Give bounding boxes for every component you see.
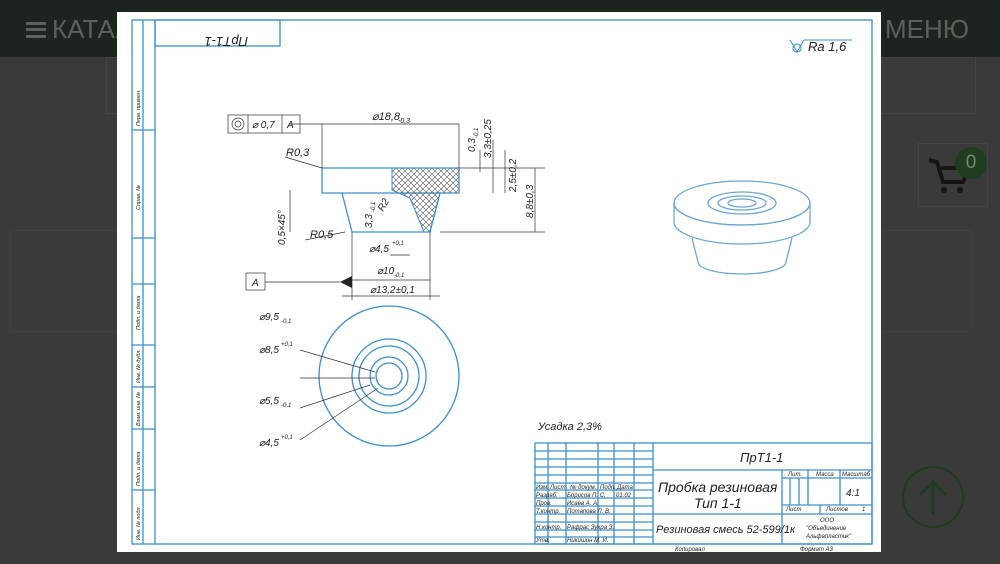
- copied-label: Копировал: [675, 547, 705, 553]
- dim-h33b: 3,3±0,25: [483, 119, 494, 158]
- dim-d45-tol: +0,1: [392, 241, 404, 247]
- tolerance-datum: A: [286, 120, 294, 131]
- title-code: ПрТ1-1: [740, 450, 783, 465]
- format-label: Формат А3: [800, 547, 833, 553]
- dim-c45: ⌀4,5: [259, 438, 279, 449]
- dim-c95-tol: -0,1: [281, 319, 291, 325]
- dim-h03-tol: -0,1: [474, 128, 480, 138]
- scroll-to-top-button[interactable]: [902, 466, 964, 528]
- dim-c85-tol: +0,1: [281, 342, 293, 348]
- dim-h25: 2,5±0,2: [508, 158, 519, 193]
- dim-d132: ⌀13,2±0,1: [370, 285, 415, 296]
- image-lightbox[interactable]: [117, 12, 881, 552]
- title-block: ПрТ1-1 Пробка резиновая Тип 1-1 Резинова…: [535, 450, 871, 553]
- dim-d18: ⌀18,8: [372, 111, 401, 123]
- roughness-symbol: [789, 39, 852, 53]
- header-cell: № докум.: [570, 484, 596, 491]
- row-role: Н.контр.: [536, 525, 561, 531]
- row-role: Т.контр.: [536, 509, 560, 515]
- dim-h33: 3,3: [364, 214, 375, 228]
- hatched-section: [391, 167, 460, 233]
- cart-count-badge: 0: [955, 147, 987, 179]
- row-role: Пров.: [536, 501, 552, 507]
- mass-label: Масса: [816, 472, 834, 478]
- row-name: Борисов П. С.: [567, 493, 606, 499]
- dim-r2: R2: [376, 197, 392, 214]
- scale-label: Масштаб: [842, 472, 871, 478]
- row-name: Потапова Л. В.: [567, 509, 611, 515]
- title-name-line2: Тип 1-1: [694, 495, 742, 511]
- row-name: Исаев А. А.: [567, 501, 599, 507]
- dim-d18-tol: -0,3: [398, 118, 410, 125]
- dim-c85: ⌀8,5: [259, 345, 279, 356]
- org-line: ООО: [820, 518, 834, 524]
- scale-value: 4:1: [846, 488, 860, 499]
- sheet-label: Лист: [785, 507, 801, 513]
- dim-d10-tol: -0,1: [394, 273, 404, 279]
- mirrored-code: ПрТ1-1: [205, 34, 248, 49]
- strip-label: Инв. № дубл.: [136, 349, 142, 383]
- sheets-value: 1: [862, 507, 865, 513]
- roughness-value: Ra 1,6: [808, 39, 847, 54]
- strip-label: Взам. инв. №: [136, 392, 142, 426]
- lit-label: Лит.: [787, 472, 802, 478]
- header-cell: Изм.: [536, 485, 549, 491]
- dim-c55-tol: -0,1: [281, 403, 291, 409]
- strip-label: Подп. и дата: [136, 296, 142, 330]
- row-name: Никишин М. И.: [567, 538, 608, 544]
- strip-label: Справ. №: [136, 185, 142, 210]
- dim-d10: ⌀10: [377, 266, 395, 277]
- dim-r03: R0,3: [286, 147, 310, 159]
- menu-button[interactable]: МЕНЮ: [885, 14, 970, 44]
- dim-r05: R0,5: [310, 229, 334, 241]
- datum-triangle: [340, 276, 352, 288]
- dim-h03: 0,3: [467, 138, 478, 152]
- header-cell: Лист: [549, 485, 565, 491]
- dim-h33-tol: -0,1: [371, 202, 377, 212]
- dim-d45: ⌀4,5: [369, 244, 389, 255]
- dim-h88: 8,8±0,3: [525, 184, 536, 218]
- row-role: Утв.: [535, 538, 550, 544]
- dim-c95: ⌀9,5: [259, 312, 279, 323]
- hamburger-icon: [26, 21, 46, 38]
- row-name: Рафрас Зухра З.: [567, 525, 614, 531]
- header-cell: Подп.: [600, 485, 616, 491]
- dim-c55: ⌀5,5: [259, 396, 279, 407]
- row-date: 01.02: [616, 493, 632, 499]
- strip-label: Перв. примен.: [136, 89, 142, 126]
- arrow-up-icon: [918, 479, 948, 514]
- title-name-line1: Пробка резиновая: [658, 479, 778, 495]
- tolerance-value: ⌀ 0,7: [252, 120, 275, 131]
- org-line: Альфапластик": [805, 534, 852, 540]
- datum-label: A: [251, 278, 259, 289]
- dim-c45-tol: +0,1: [281, 435, 293, 441]
- strip-label: Подп. и дата: [136, 452, 142, 486]
- strip-label: Инв. № подл.: [136, 506, 142, 540]
- sheets-label: Листов: [825, 507, 848, 513]
- shrinkage-note: Усадка 2,3%: [537, 421, 602, 433]
- dim-chamfer: 0,5×45°: [277, 210, 288, 245]
- row-role: Разраб.: [536, 493, 558, 499]
- org-line: "Объединение: [806, 526, 847, 532]
- title-material: Резиновая смесь 52-599/1к: [656, 524, 796, 536]
- header-cell: Дата: [616, 485, 633, 491]
- drawing-frame: [131, 19, 873, 545]
